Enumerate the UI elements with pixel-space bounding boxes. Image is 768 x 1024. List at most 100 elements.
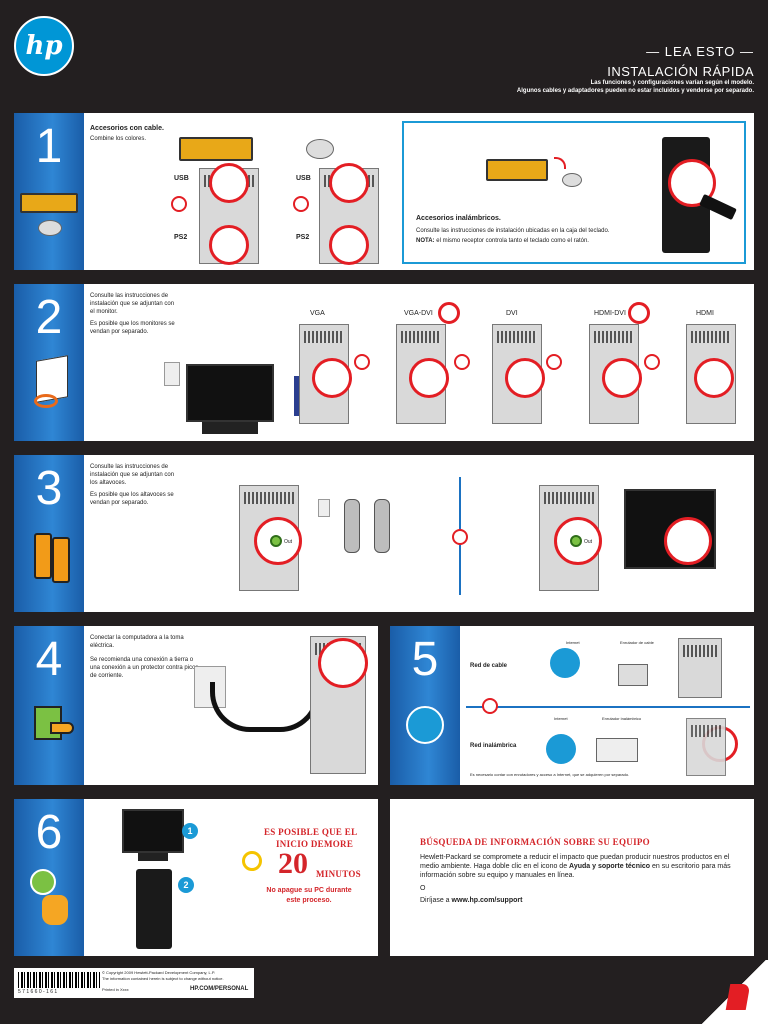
wireless-router-image (596, 738, 638, 762)
keyboard-icon (20, 193, 78, 213)
power-cable-image (210, 682, 320, 732)
port-label-vga: VGA (310, 310, 325, 317)
internet-label-wireless: Internet (554, 716, 568, 721)
swap-arrow-icon (452, 529, 468, 545)
step-3-number: 3 (35, 462, 63, 515)
hdmi-dvi-port-highlight (602, 358, 642, 398)
audio-out-port-icon (270, 535, 282, 547)
usb-port-highlight-2 (329, 163, 369, 203)
port-label-hdmi: HDMI (696, 310, 714, 317)
swap-arrow-icon (546, 354, 562, 370)
barcode-digits: 5 7 1 6 6 0 - 1 6 1 (18, 989, 58, 995)
wall-outlet-image (164, 362, 180, 386)
swap-arrow-icon (644, 354, 660, 370)
usb-label-2: USB (296, 175, 311, 182)
wireless-network-label: Red inalámbrica (470, 743, 517, 749)
step-4-tab: 4 (14, 626, 84, 785)
monitor-image (122, 809, 184, 853)
wireless-box: Accesorios inalámbricos. Consulte las in… (402, 121, 746, 264)
support-url-link[interactable]: www.hp.com/support (451, 897, 523, 904)
tower-wireless (686, 718, 726, 776)
monitor-desc-1: Consulte las instrucciones de instalació… (90, 293, 175, 315)
hdmi-dvi-adapter-highlight (628, 302, 650, 324)
header-quick-setup: INSTALACIÓN RÁPIDA (607, 64, 754, 79)
header-read-this: — LEA ESTO — (646, 44, 754, 59)
power-desc-1: Conectar la computadora a la toma eléctr… (90, 635, 184, 649)
cable-modem-image (618, 664, 648, 686)
step-6-number: 6 (35, 806, 63, 859)
monitor-image (186, 364, 274, 422)
wireless-router-label: Enrutador inalámbrico (602, 716, 642, 721)
port-label-dvi: DVI (506, 310, 518, 317)
swap-arrow-icon (354, 354, 370, 370)
hp-personal-url[interactable]: HP.COM/PERSONAL (190, 986, 249, 992)
page-turn-arrow-icon[interactable] (700, 960, 768, 1024)
swap-arrow-icon (482, 698, 498, 714)
stand-icon (34, 394, 58, 408)
dvi-port-highlight (505, 358, 545, 398)
step-2-tab: 2 (14, 284, 84, 441)
usb-label: USB (174, 175, 189, 182)
speaker-image-1 (344, 499, 360, 553)
port-label-hdmi-dvi: HDMI-DVI (594, 310, 626, 317)
support-title: BÚSQUEDA DE INFORMACIÓN SOBRE SU EQUIPO (420, 837, 650, 847)
monitor-audio-highlight (664, 517, 712, 565)
header-note-2: Algunos cables y adaptadores pueden no e… (516, 88, 754, 94)
notice-text: The information contained herein is subj… (102, 976, 224, 981)
hdmi-port-highlight (694, 358, 734, 398)
step-5-tab: 5 (390, 626, 460, 785)
startup-minutes-number: 20 (278, 847, 308, 880)
copyright-text: © Copyright 2009 Hewlett-Packard Develop… (102, 970, 216, 975)
speaker-desc-1: Consulte las instrucciones de instalació… (90, 464, 175, 486)
step-5-number: 5 (411, 633, 439, 686)
step-2-panel: 2 Consulte las instrucciones de instalac… (14, 284, 754, 441)
startup-warning-line-1: ES POSIBLE QUE EL (264, 827, 358, 837)
usb-port-highlight (209, 163, 249, 203)
wireless-note: NOTA: el mismo receptor controla tanto e… (416, 238, 589, 244)
plug-icon (318, 499, 330, 517)
barcode-image (18, 972, 100, 988)
speaker-desc-2: Es posible que los altavoces se vendan p… (90, 492, 174, 506)
wired-mouse-image (306, 139, 334, 159)
internet-label-wired: Internet (566, 640, 580, 645)
speaker-right-icon (52, 537, 70, 583)
swap-arrow-icon (454, 354, 470, 370)
badge-2-icon: 2 (178, 877, 194, 893)
wireless-keyboard-image (486, 159, 548, 181)
step-6-panel: 6 1 2 ES POSIBLE QUE EL INICIO DEMORE 20… (14, 799, 378, 956)
wireless-title: Accesorios inalámbricos. (416, 215, 501, 222)
audio-out-label: Out (284, 539, 293, 545)
network-footnote: Es necesario contar con enrutadores y ac… (470, 772, 630, 777)
step-3-tab: 3 (14, 455, 84, 612)
badge-1-icon: 1 (182, 823, 198, 839)
audio-out-highlight (254, 517, 302, 565)
turn-arrow-icon (725, 984, 751, 1010)
startup-warning-line-2: INICIO DEMORE (276, 839, 354, 849)
vga-dvi-adapter-highlight (438, 302, 460, 324)
support-panel: BÚSQUEDA DE INFORMACIÓN SOBRE SU EQUIPO … (390, 799, 754, 956)
power-desc-2: Se recomienda una conexión a tierra o un… (90, 657, 199, 679)
hp-logo: hp (14, 16, 74, 76)
step-6-tab: 6 (14, 799, 84, 956)
vga-dvi-port-highlight (409, 358, 449, 398)
step-5-panel: 5 Red de cable Red inalámbrica Internet … (390, 626, 754, 785)
power-button-icon (30, 869, 56, 895)
globe-icon (546, 734, 576, 764)
ps2-label: PS2 (174, 234, 188, 241)
globe-icon (406, 706, 444, 744)
step-2-number: 2 (35, 291, 63, 344)
step-4-number: 4 (35, 633, 63, 686)
footer-panel: 5 7 1 6 6 0 - 1 6 1 © Copyright 2009 Hew… (14, 968, 254, 998)
globe-icon (550, 648, 580, 678)
wireless-signal-icon (554, 157, 566, 169)
step-4-panel: 4 Conectar la computadora a la toma eléc… (14, 626, 378, 785)
printed-in-text: Printed in Xxxx (102, 987, 129, 992)
speaker-left-icon (34, 533, 52, 579)
speaker-image-2 (374, 499, 390, 553)
power-plug-icon (50, 722, 74, 734)
divider-horizontal (466, 706, 750, 708)
ps2-port-highlight-2 (329, 225, 369, 265)
step-3-panel: 3 Consulte las instrucciones de instalac… (14, 455, 754, 612)
wired-title: Accesorios con cable. (90, 125, 164, 132)
clock-icon (242, 851, 262, 871)
